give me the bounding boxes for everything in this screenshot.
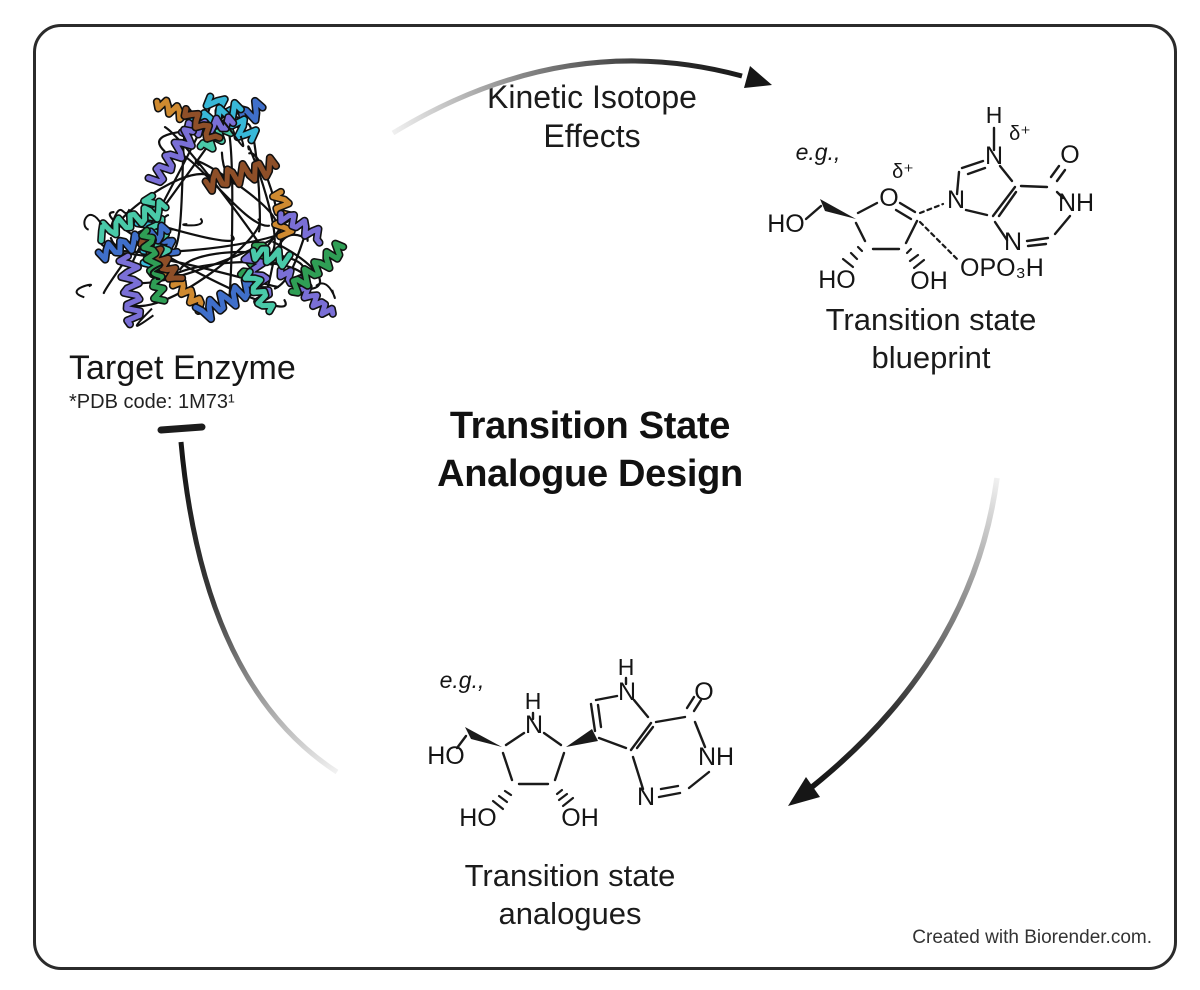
biorender-credit: Created with Biorender.com.	[912, 927, 1152, 948]
kie-label-line2: Effects	[543, 118, 641, 154]
blueprint-label-line2: blueprint	[871, 340, 991, 375]
molecule-analogue: e.g., H N HO HO OH H N O NH N	[427, 654, 734, 832]
delta-plus-label: δ⁺	[892, 161, 914, 183]
kie-label-line1: Kinetic Isotope	[487, 79, 697, 115]
wedge-bond	[465, 727, 502, 747]
wedge-bond	[820, 199, 856, 219]
n7-label: N	[985, 142, 1003, 170]
hydroxyl-2-label: OH	[561, 804, 599, 832]
pyrrole-n-label: N	[618, 678, 636, 706]
hydroxyl-3-label: HO	[459, 804, 497, 832]
diagram-title-line2: Analogue Design	[437, 453, 743, 495]
partial-bond-n9	[918, 202, 945, 215]
n3-label: N	[1004, 228, 1022, 256]
phosphate-label: OPO₃H	[960, 254, 1044, 282]
diagram-title-line1: Transition State	[449, 405, 731, 447]
n7-h-label: H	[986, 102, 1003, 128]
analogues-label-line2: analogues	[498, 896, 642, 931]
hydroxymethyl-label: HO	[427, 742, 465, 770]
eg-label: e.g.,	[440, 667, 485, 693]
analogues-label-line1: Transition state	[464, 858, 676, 893]
delta-plus-purine-label: δ⁺	[1009, 123, 1031, 145]
kie-arrow-label: Kinetic Isotope Effects	[432, 78, 752, 156]
pdb-code-label: *PDB code: 1M73¹	[69, 391, 235, 413]
molecule-blueprint: e.g., δ⁺ O HO HO OH OPO₃H H δ⁺ N N O NH …	[767, 102, 1094, 295]
hydroxyl-3-label: HO	[818, 266, 856, 294]
blueprint-node-label: Transition state blueprint	[781, 301, 1081, 377]
n1-label: N	[637, 783, 655, 811]
carbonyl-oxygen-label: O	[1060, 141, 1079, 169]
eg-label: e.g.,	[796, 139, 841, 165]
ring-oxygen-label: O	[879, 184, 898, 212]
hydroxymethyl-label: HO	[767, 210, 805, 238]
n1h-label: NH	[1058, 189, 1094, 217]
pyrrolidine-h-label: H	[525, 688, 542, 714]
diagram-title: Transition State Analogue Design	[388, 402, 792, 498]
wedge-bond-c9	[566, 729, 598, 747]
protein-ribbon-svg	[75, 92, 348, 329]
pyrrolidine-n-label: N	[525, 711, 543, 739]
blueprint-label-line1: Transition state	[825, 302, 1037, 337]
analogues-node-label: Transition state analogues	[420, 857, 720, 933]
n9-label: N	[947, 186, 965, 214]
target-enzyme-label-block: Target Enzyme *PDB code: 1M73¹	[69, 348, 369, 414]
n3h-label: NH	[698, 743, 734, 771]
partial-bond-phosphate	[918, 220, 960, 262]
hydroxyl-2-label: OH	[910, 267, 948, 295]
target-enzyme-label: Target Enzyme	[69, 349, 296, 387]
protein-structure	[62, 70, 348, 350]
carbonyl-oxygen-label: O	[694, 678, 713, 706]
pyrrole-h-label: H	[618, 654, 635, 680]
